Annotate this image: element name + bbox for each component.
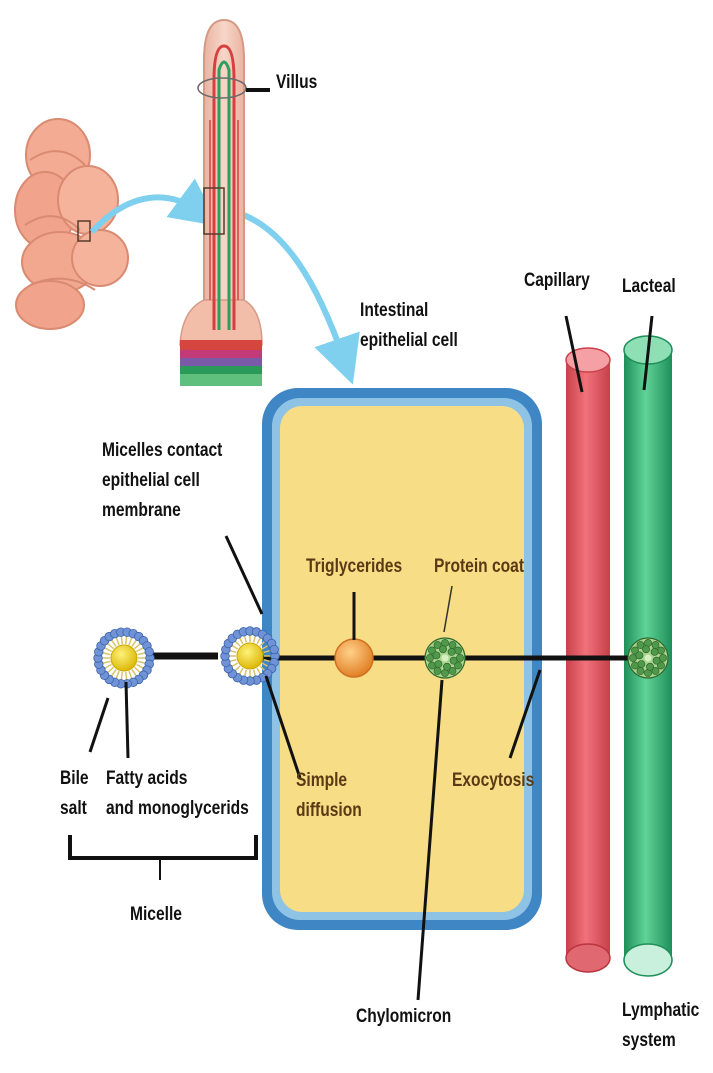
micelle-outside xyxy=(94,628,155,688)
triglyceride-droplet xyxy=(335,639,373,677)
lacteal-label: Lacteal xyxy=(622,272,676,302)
chylomicron-in-cell xyxy=(425,638,465,678)
simple-diffusion-label: Simple diffusion xyxy=(296,766,362,826)
micelle-bracket xyxy=(70,835,256,858)
protein-coat-label: Protein coat xyxy=(434,552,524,582)
chylomicron-label: Chylomicron xyxy=(356,1002,451,1032)
fatty-acids-leader xyxy=(126,682,128,758)
micelle-contact xyxy=(221,627,280,686)
exocytosis-label: Exocytosis xyxy=(452,766,534,796)
villus-illustration xyxy=(180,20,262,386)
micelles-contact-leader xyxy=(226,536,262,614)
bile-salt-leader xyxy=(90,698,108,752)
intestinal-epithelial-cell-label: Intestinal epithelial cell xyxy=(360,296,458,356)
bile-salt-label: Bile salt xyxy=(60,764,89,824)
fatty-acids-label: Fatty acids and monoglycerids xyxy=(106,764,249,824)
micelles-contact-label: Micelles contact epithelial cell membran… xyxy=(102,436,222,526)
chylomicron-in-lacteal xyxy=(628,638,668,678)
lymphatic-system-label: Lymphatic system xyxy=(622,996,699,1056)
triglycerides-label: Triglycerides xyxy=(306,552,402,582)
small-intestine-illustration xyxy=(15,119,128,329)
capillary-label: Capillary xyxy=(524,266,590,296)
micelle-label: Micelle xyxy=(130,900,182,930)
villus-label: Villus xyxy=(276,68,317,98)
